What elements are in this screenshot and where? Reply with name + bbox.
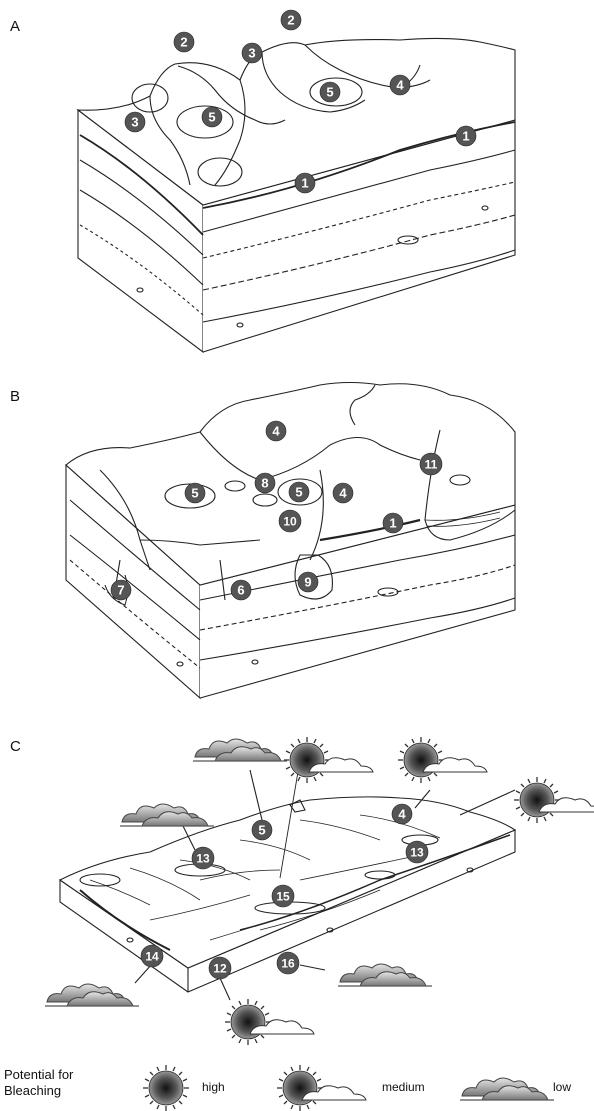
marker-9: 9	[298, 572, 318, 592]
marker-1: 1	[295, 173, 315, 193]
marker-label: 5	[326, 85, 333, 100]
sun-behind-cloud-icon	[277, 1065, 366, 1111]
marker-4: 4	[333, 483, 353, 503]
marker-label: 2	[180, 35, 187, 50]
panel-letter-b: B	[10, 388, 20, 405]
sun-behind-cloud-icon	[514, 777, 594, 823]
marker-label: 1	[389, 516, 396, 531]
marker-10: 10	[279, 510, 301, 532]
marker-2: 2	[174, 32, 194, 52]
marker-label: 5	[208, 110, 215, 125]
marker-16: 16	[277, 952, 299, 974]
marker-4: 4	[390, 75, 410, 95]
marker-label: 5	[191, 486, 198, 501]
marker-label: 11	[425, 458, 438, 472]
legend-label-low: low	[553, 1080, 571, 1094]
marker-label: 13	[410, 846, 424, 860]
legend-title-line-2: Bleaching	[4, 1083, 73, 1099]
marker-3: 3	[125, 112, 145, 132]
panel-b	[66, 383, 515, 699]
marker-8: 8	[255, 473, 275, 493]
marker-13: 13	[406, 841, 428, 863]
marker-4: 4	[266, 421, 286, 441]
sun-icon	[143, 1065, 189, 1111]
cloud-icon	[193, 739, 287, 761]
marker-label: 5	[295, 485, 302, 500]
marker-5: 5	[202, 107, 222, 127]
marker-12: 12	[209, 957, 231, 979]
legend-label-high: high	[202, 1080, 225, 1094]
legend-title: Potential for Bleaching	[4, 1067, 73, 1099]
marker-11: 11	[420, 453, 442, 475]
marker-1: 1	[456, 126, 476, 146]
marker-label: 13	[196, 852, 210, 866]
cloud-icon	[460, 1078, 554, 1100]
marker-7: 7	[111, 580, 131, 600]
marker-label: 4	[398, 807, 406, 822]
cloud-icon	[45, 984, 139, 1006]
sun-behind-cloud-icon	[398, 737, 487, 783]
marker-label: 6	[237, 583, 244, 598]
marker-5: 5	[289, 482, 309, 502]
marker-label: 8	[261, 476, 268, 491]
marker-3: 3	[242, 43, 262, 63]
marker-label: 3	[131, 115, 138, 130]
marker-label: 1	[462, 129, 469, 144]
marker-5: 5	[320, 82, 340, 102]
panel-letter-a: A	[10, 18, 20, 35]
marker-label: 9	[304, 575, 311, 590]
marker-5: 5	[252, 820, 272, 840]
marker-label: 12	[213, 962, 227, 976]
marker-label: 7	[117, 583, 124, 598]
marker-label: 10	[283, 515, 297, 529]
marker-6: 6	[231, 580, 251, 600]
marker-label: 4	[272, 424, 280, 439]
sun-behind-cloud-icon	[225, 999, 314, 1045]
marker-label: 4	[396, 78, 404, 93]
legend-label-medium: medium	[382, 1080, 425, 1094]
marker-label: 3	[248, 46, 255, 61]
cloud-icon	[120, 804, 214, 826]
legend-title-line-1: Potential for	[4, 1067, 73, 1083]
marker-label: 16	[281, 957, 295, 971]
marker-4: 4	[392, 804, 412, 824]
marker-label: 15	[276, 890, 290, 904]
marker-1: 1	[383, 513, 403, 533]
marker-label: 5	[258, 823, 265, 838]
marker-15: 15	[272, 885, 294, 907]
marker-label: 14	[145, 950, 159, 964]
marker-label: 2	[287, 13, 294, 28]
cloud-icon	[338, 964, 432, 986]
marker-5: 5	[185, 483, 205, 503]
panel-a	[78, 38, 515, 352]
panel-letter-c: C	[10, 738, 21, 755]
marker-13: 13	[192, 847, 214, 869]
marker-2: 2	[281, 10, 301, 30]
marker-14: 14	[141, 945, 163, 967]
marker-label: 4	[339, 486, 347, 501]
marker-label: 1	[301, 176, 308, 191]
